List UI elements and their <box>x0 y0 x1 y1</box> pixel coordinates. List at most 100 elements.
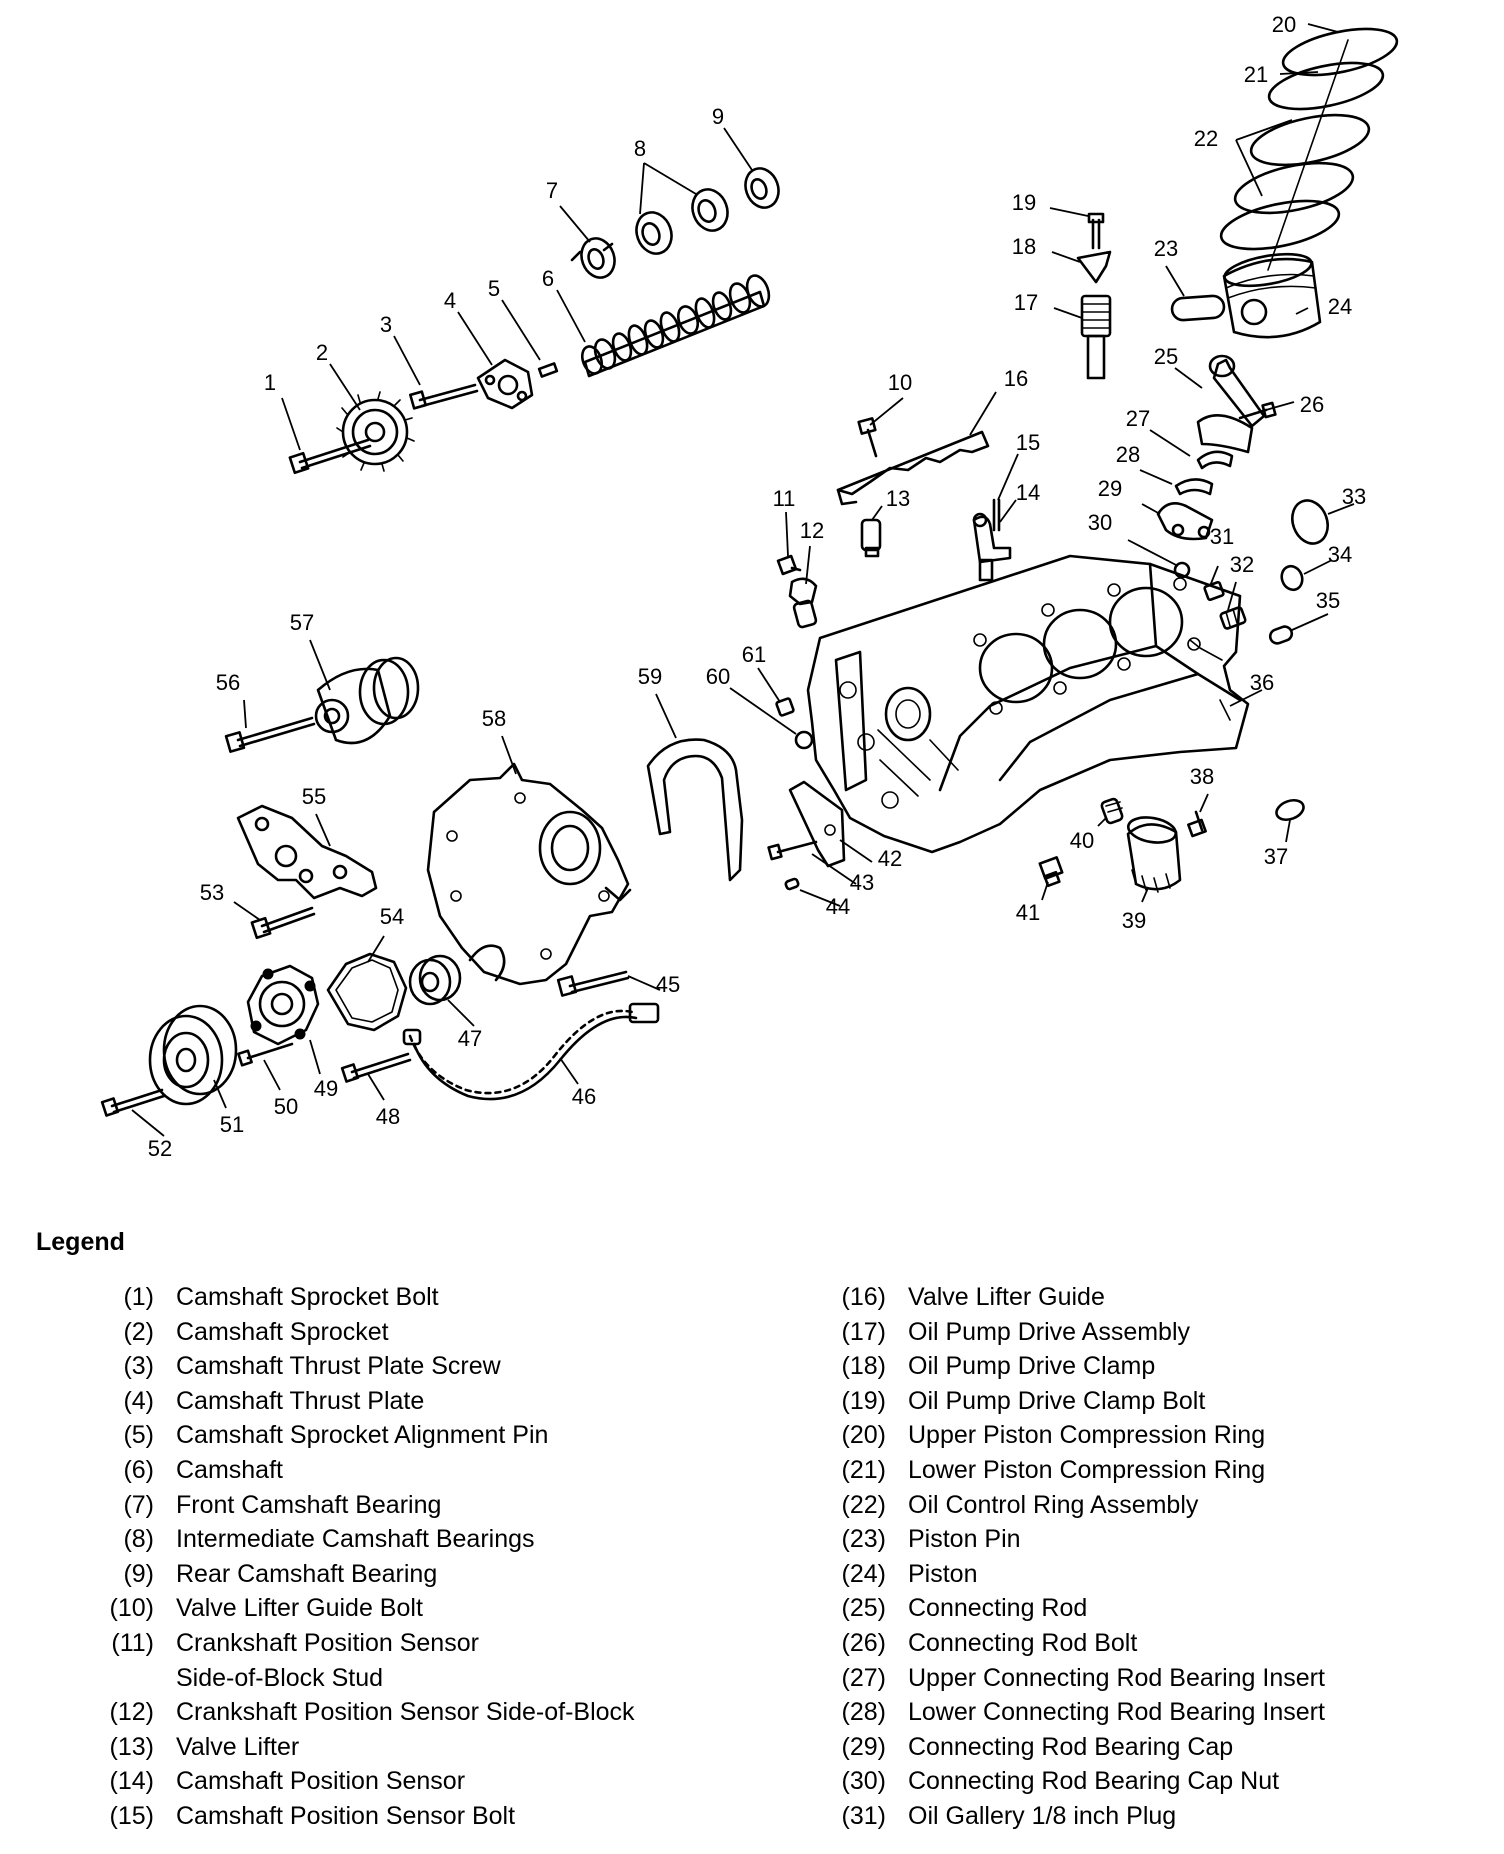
callout-8: 8 <box>634 136 646 161</box>
legend-item-number: (3) <box>123 1352 154 1381</box>
legend-item: (21)Lower Piston Compression Ring <box>816 1453 1504 1488</box>
legend-item-number: (26) <box>841 1628 886 1657</box>
callout-18: 18 <box>1012 234 1036 259</box>
legend-item: (7)Front Camshaft Bearing <box>84 1488 784 1523</box>
legend-item-label: Oil Pump Drive Clamp Bolt <box>908 1386 1206 1415</box>
legend-item-label: Crankshaft Position Sensor Side-of-Block… <box>176 1628 479 1692</box>
legend-item: (28)Lower Connecting Rod Bearing Insert <box>816 1695 1504 1730</box>
callout-37: 37 <box>1264 844 1288 869</box>
camshaft <box>580 274 771 378</box>
legend-item-number: (29) <box>841 1732 886 1761</box>
callout-4: 4 <box>444 288 456 313</box>
callout-14: 14 <box>1016 480 1040 505</box>
legend-item: (16)Valve Lifter Guide <box>816 1280 1504 1315</box>
bolt-45 <box>556 970 630 997</box>
camshaft-thrust-plate-screw <box>409 383 479 410</box>
callout-44: 44 <box>826 894 850 919</box>
legend-item: (13)Valve Lifter <box>84 1730 784 1765</box>
oil-control-ring-assembly <box>1219 39 1371 271</box>
camshaft-position-sensor-bolt <box>992 498 1001 532</box>
intermediate-camshaft-bearing-1 <box>635 211 673 255</box>
legend-item-label: Camshaft Position Sensor <box>176 1767 466 1796</box>
valve-lifter-guide-bolt <box>857 417 878 458</box>
legend-item-label: Rear Camshaft Bearing <box>176 1559 438 1588</box>
gasket-59 <box>646 738 744 882</box>
legend-item-label: Connecting Rod Bearing Cap <box>908 1732 1234 1761</box>
fitting-40 <box>1100 797 1124 825</box>
legend-item-number: (10) <box>109 1594 154 1623</box>
legend-item: (24)Piston <box>816 1557 1504 1592</box>
intermediate-camshaft-bearing-2 <box>691 188 729 232</box>
valve-lifter-guide <box>836 430 990 506</box>
legend-item: (17)Oil Pump Drive Assembly <box>816 1315 1504 1350</box>
rear-camshaft-bearing <box>744 167 780 209</box>
bolt-50 <box>237 1042 294 1067</box>
legend-item: (2)Camshaft Sprocket <box>84 1315 784 1350</box>
pulley-51 <box>148 1004 238 1106</box>
callout-10: 10 <box>888 370 912 395</box>
callout-15: 15 <box>1016 430 1040 455</box>
callout-46: 46 <box>572 1084 596 1109</box>
pin-44 <box>784 877 800 891</box>
legend-item-label: Piston Pin <box>908 1525 1021 1554</box>
callout-35: 35 <box>1316 588 1340 613</box>
legend-item-label: Upper Piston Compression Ring <box>908 1421 1266 1450</box>
legend-item-label: Camshaft <box>176 1455 283 1484</box>
legend-item-label: Oil Gallery 1/8 inch Plug <box>908 1801 1177 1830</box>
legend-item-number: (20) <box>841 1421 886 1450</box>
callout-labels: 1 2 3 4 5 6 7 8 9 10 11 12 13 14 15 16 1… <box>148 12 1366 1161</box>
callout-39: 39 <box>1122 908 1146 933</box>
callout-59: 59 <box>638 664 662 689</box>
piston <box>1222 252 1322 339</box>
legend-item: (12)Crankshaft Position Sensor Side-of-B… <box>84 1695 784 1730</box>
callout-30: 30 <box>1088 510 1112 535</box>
legend-item-label: Oil Pump Drive Assembly <box>908 1317 1191 1346</box>
legend-item-number: (9) <box>123 1559 154 1588</box>
legend-item-label: Valve Lifter Guide Bolt <box>176 1594 423 1623</box>
legend-item-number: (7) <box>123 1490 154 1519</box>
legend-item-label: Lower Connecting Rod Bearing Insert <box>908 1698 1325 1727</box>
camshaft-thrust-plate <box>476 358 534 410</box>
camshaft-sprocket-alignment-pin <box>537 362 559 378</box>
legend-item-label: Intermediate Camshaft Bearings <box>176 1525 535 1554</box>
callout-3: 3 <box>380 312 392 337</box>
legend-item-number: (14) <box>109 1767 154 1796</box>
callout-19: 19 <box>1012 190 1036 215</box>
pulley-57 <box>314 656 420 745</box>
legend-item-label: Camshaft Position Sensor Bolt <box>176 1801 516 1830</box>
legend-item-label: Camshaft Sprocket Alignment Pin <box>176 1421 549 1450</box>
legend-item: (27)Upper Connecting Rod Bearing Insert <box>816 1661 1504 1696</box>
callout-38: 38 <box>1190 764 1214 789</box>
callout-7: 7 <box>546 178 558 203</box>
callout-36: 36 <box>1250 670 1274 695</box>
callout-25: 25 <box>1154 344 1178 369</box>
callout-28: 28 <box>1116 442 1140 467</box>
connecting-rod-bearing-cap <box>1156 502 1214 541</box>
oil-pump-drive-clamp-bolt <box>1087 212 1105 250</box>
legend-item-label: Upper Connecting Rod Bearing Insert <box>908 1663 1325 1692</box>
legend-item: (6)Camshaft <box>84 1453 784 1488</box>
callout-54: 54 <box>380 904 404 929</box>
plug-32 <box>1219 606 1247 630</box>
callout-52: 52 <box>148 1136 172 1161</box>
legend-item-number: (1) <box>123 1283 154 1311</box>
callout-32: 32 <box>1230 552 1254 577</box>
crankshaft-position-sensor-stud <box>776 554 802 576</box>
legend-item-label: Valve Lifter <box>176 1732 300 1761</box>
front-camshaft-bearing <box>570 237 616 279</box>
legend-item-number: (11) <box>111 1628 154 1657</box>
legend-item-number: (30) <box>841 1767 886 1796</box>
legend-item-label: Camshaft Sprocket <box>176 1317 389 1346</box>
callout-56: 56 <box>216 670 240 695</box>
legend-item: (26)Connecting Rod Bolt <box>816 1626 1504 1661</box>
callout-41: 41 <box>1016 900 1040 925</box>
callout-34: 34 <box>1328 542 1352 567</box>
callout-21: 21 <box>1244 62 1268 87</box>
legend-item: (20) Upper Piston Compression Ring <box>816 1418 1504 1453</box>
legend-item-number: (16) <box>841 1283 886 1311</box>
legend-item: (30)Connecting Rod Bearing Cap Nut <box>816 1764 1504 1799</box>
callout-26: 26 <box>1300 392 1324 417</box>
legend-item: (25)Connecting Rod <box>816 1591 1504 1626</box>
callout-50: 50 <box>274 1094 298 1119</box>
callout-11: 11 <box>773 486 796 511</box>
